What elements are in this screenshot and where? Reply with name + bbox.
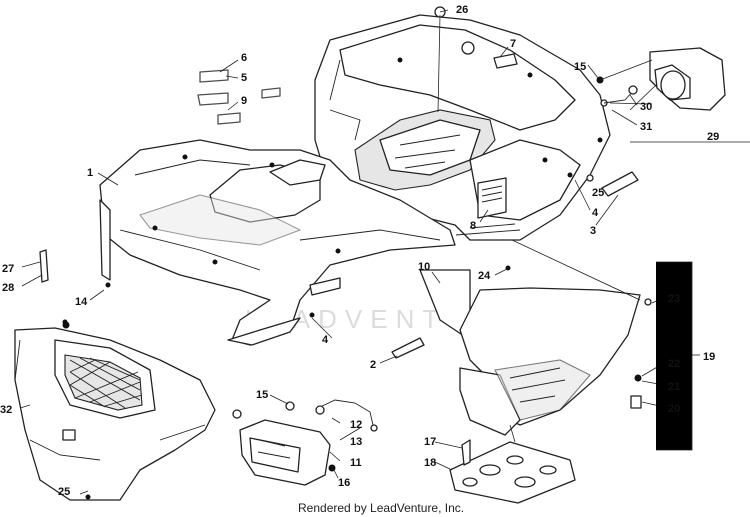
skid-plate xyxy=(449,441,576,504)
hardware xyxy=(39,172,642,466)
callout-labels: 1 2 3 4 4 5 6 7 8 9 10 11 12 13 14 15 15… xyxy=(0,4,719,498)
callout-15b: 15 xyxy=(256,389,268,401)
callout-13: 13 xyxy=(350,436,362,448)
callout-30: 30 xyxy=(640,101,652,113)
callout-4a: 4 xyxy=(322,334,329,346)
callout-2: 2 xyxy=(370,359,376,371)
callout-31: 31 xyxy=(640,121,652,133)
callout-10: 10 xyxy=(418,261,430,273)
decal-group xyxy=(197,69,281,125)
callout-4b: 4 xyxy=(592,207,599,219)
callout-28: 28 xyxy=(2,282,14,294)
reflector-3 xyxy=(601,171,639,197)
callout-22: 22 xyxy=(668,358,680,370)
callout-26: 26 xyxy=(456,4,468,16)
callout-27: 27 xyxy=(2,263,14,275)
callout-21: 21 xyxy=(668,381,680,393)
callout-12: 12 xyxy=(350,419,362,431)
front-fender-assembly xyxy=(99,139,456,346)
callout-9: 9 xyxy=(241,95,247,107)
rear-fender-assembly xyxy=(314,6,611,241)
leader-lines xyxy=(19,9,750,495)
headlight xyxy=(232,399,378,486)
callout-16: 16 xyxy=(338,477,350,489)
callout-25b: 25 xyxy=(58,486,70,498)
callout-25a: 25 xyxy=(592,187,604,199)
footer-credit: Rendered by LeadVenture, Inc. xyxy=(298,501,464,515)
callout-15a: 15 xyxy=(574,61,586,73)
callout-23: 23 xyxy=(668,293,680,305)
callout-17: 17 xyxy=(424,436,436,448)
reflector-2 xyxy=(391,337,425,359)
callout-14: 14 xyxy=(75,296,88,308)
callout-5: 5 xyxy=(241,72,247,84)
front-bumper-grille xyxy=(14,321,216,501)
callout-32: 32 xyxy=(0,404,12,416)
callout-18: 18 xyxy=(424,457,436,469)
callout-6: 6 xyxy=(241,52,247,64)
footwell-assembly xyxy=(459,287,652,436)
callout-29: 29 xyxy=(707,131,719,143)
callout-19: 19 xyxy=(703,351,715,363)
callout-20: 20 xyxy=(668,403,680,415)
callout-8: 8 xyxy=(470,220,476,232)
callout-24: 24 xyxy=(478,270,491,282)
callout-11: 11 xyxy=(350,457,362,469)
callout-1: 1 xyxy=(87,167,93,179)
callout-3: 3 xyxy=(590,225,596,237)
taillight xyxy=(596,47,726,111)
callout-7: 7 xyxy=(510,38,516,50)
